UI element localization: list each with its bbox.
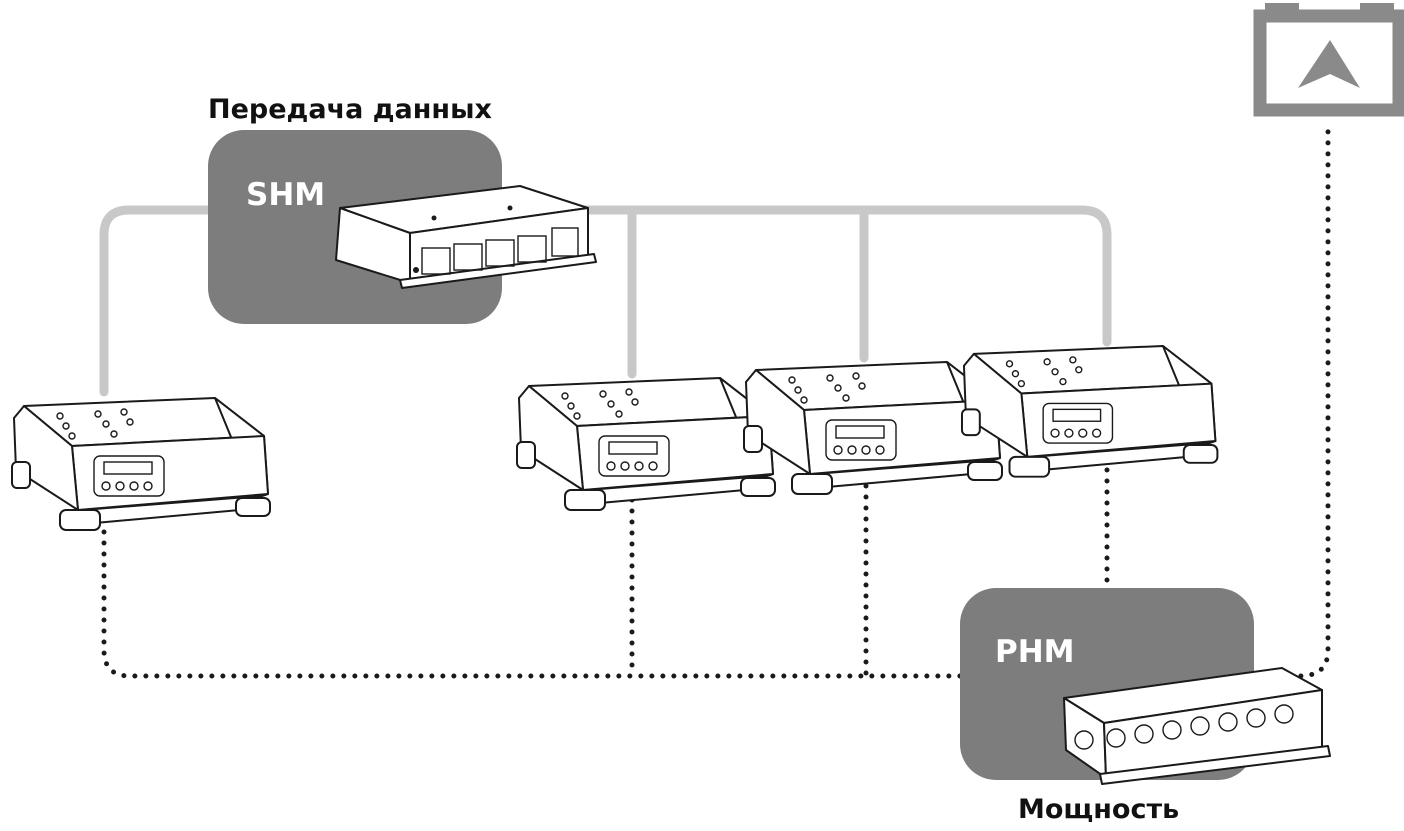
phm-module (960, 588, 1331, 785)
shm-module (208, 130, 597, 324)
charger-unit (11, 397, 271, 531)
phm-label: PHM (995, 634, 1075, 670)
shm-label: SHM (246, 177, 325, 213)
charger-unit (516, 377, 776, 511)
battery-icon (1253, 3, 1404, 117)
data-bus (99, 205, 1112, 397)
data-transfer-label: Передача данных (208, 94, 492, 125)
power-line (101, 121, 1331, 679)
power-label: Мощность (1018, 794, 1179, 825)
